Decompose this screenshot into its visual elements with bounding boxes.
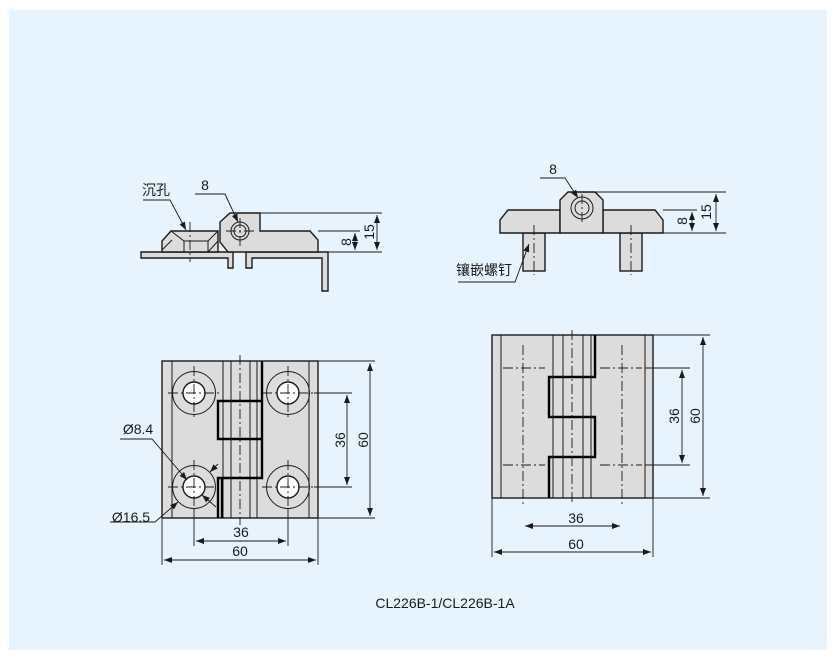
drawing-caption: CL226B-1/CL226B-1A (375, 595, 515, 611)
dim-height: 60 (355, 432, 371, 448)
dim-pin: 8 (201, 177, 209, 193)
dim-width: 60 (568, 536, 584, 552)
front-view-insert-stud: 36 60 36 60 (491, 330, 710, 557)
callout-countersink: 沉孔 (142, 182, 170, 198)
dim-height-total: 15 (698, 204, 714, 220)
dim-hole-dia: Ø8.4 (123, 421, 154, 437)
dim-height: 60 (687, 408, 703, 424)
dim-width: 60 (232, 543, 248, 559)
dim-horizontal-pitch: 36 (233, 524, 249, 540)
front-view-countersunk: 36 60 36 60 Ø8.4 Ø16.5 (110, 355, 375, 565)
dim-height-leaf: 8 (338, 238, 354, 246)
dim-counterbore-dia: Ø16.5 (112, 509, 150, 525)
drawing-panel (9, 10, 827, 650)
dim-horizontal-pitch: 36 (568, 510, 584, 526)
dim-vertical-pitch: 36 (666, 408, 682, 424)
dim-height-total: 15 (361, 224, 377, 240)
side-view-insert-stud: 15 8 8 镶嵌螺钉 (456, 161, 726, 283)
dim-pin: 8 (549, 161, 557, 177)
callout-insert-stud: 镶嵌螺钉 (456, 262, 512, 278)
side-view-countersunk: 15 8 8 沉孔 (140, 177, 382, 292)
dim-vertical-pitch: 36 (332, 432, 348, 448)
dim-height-leaf: 8 (674, 217, 690, 225)
